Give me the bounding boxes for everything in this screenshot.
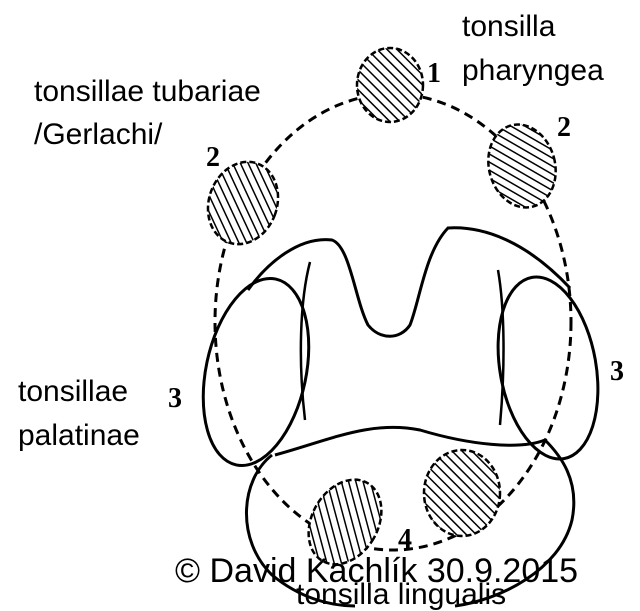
number-4-label: 4 (398, 524, 412, 555)
mouth-floor-line (275, 427, 545, 455)
number-1-label: 1 (427, 58, 441, 89)
label-pharyngea-line1: tonsilla (462, 10, 556, 43)
label-tubariae-line1: tonsillae tubariae (34, 75, 261, 108)
number-2-left-label: 2 (206, 142, 220, 173)
number-3-right-label: 3 (610, 356, 624, 387)
label-palatinae-line1: tonsillae (18, 375, 128, 408)
tonsilla-pharyngea-shape (357, 48, 423, 122)
copyright-text: © David Kachlík 30.9.2015 (175, 552, 578, 590)
number-2-right-label: 2 (557, 112, 571, 143)
label-pharyngea-line2: pharyngea (462, 54, 604, 87)
label-palatinae-line2: palatinae (18, 419, 140, 452)
number-3-left-label: 3 (168, 383, 182, 414)
label-tubariae-line2: /Gerlachi/ (34, 118, 163, 151)
tonsilla-lingualis-right-shape (424, 450, 500, 536)
